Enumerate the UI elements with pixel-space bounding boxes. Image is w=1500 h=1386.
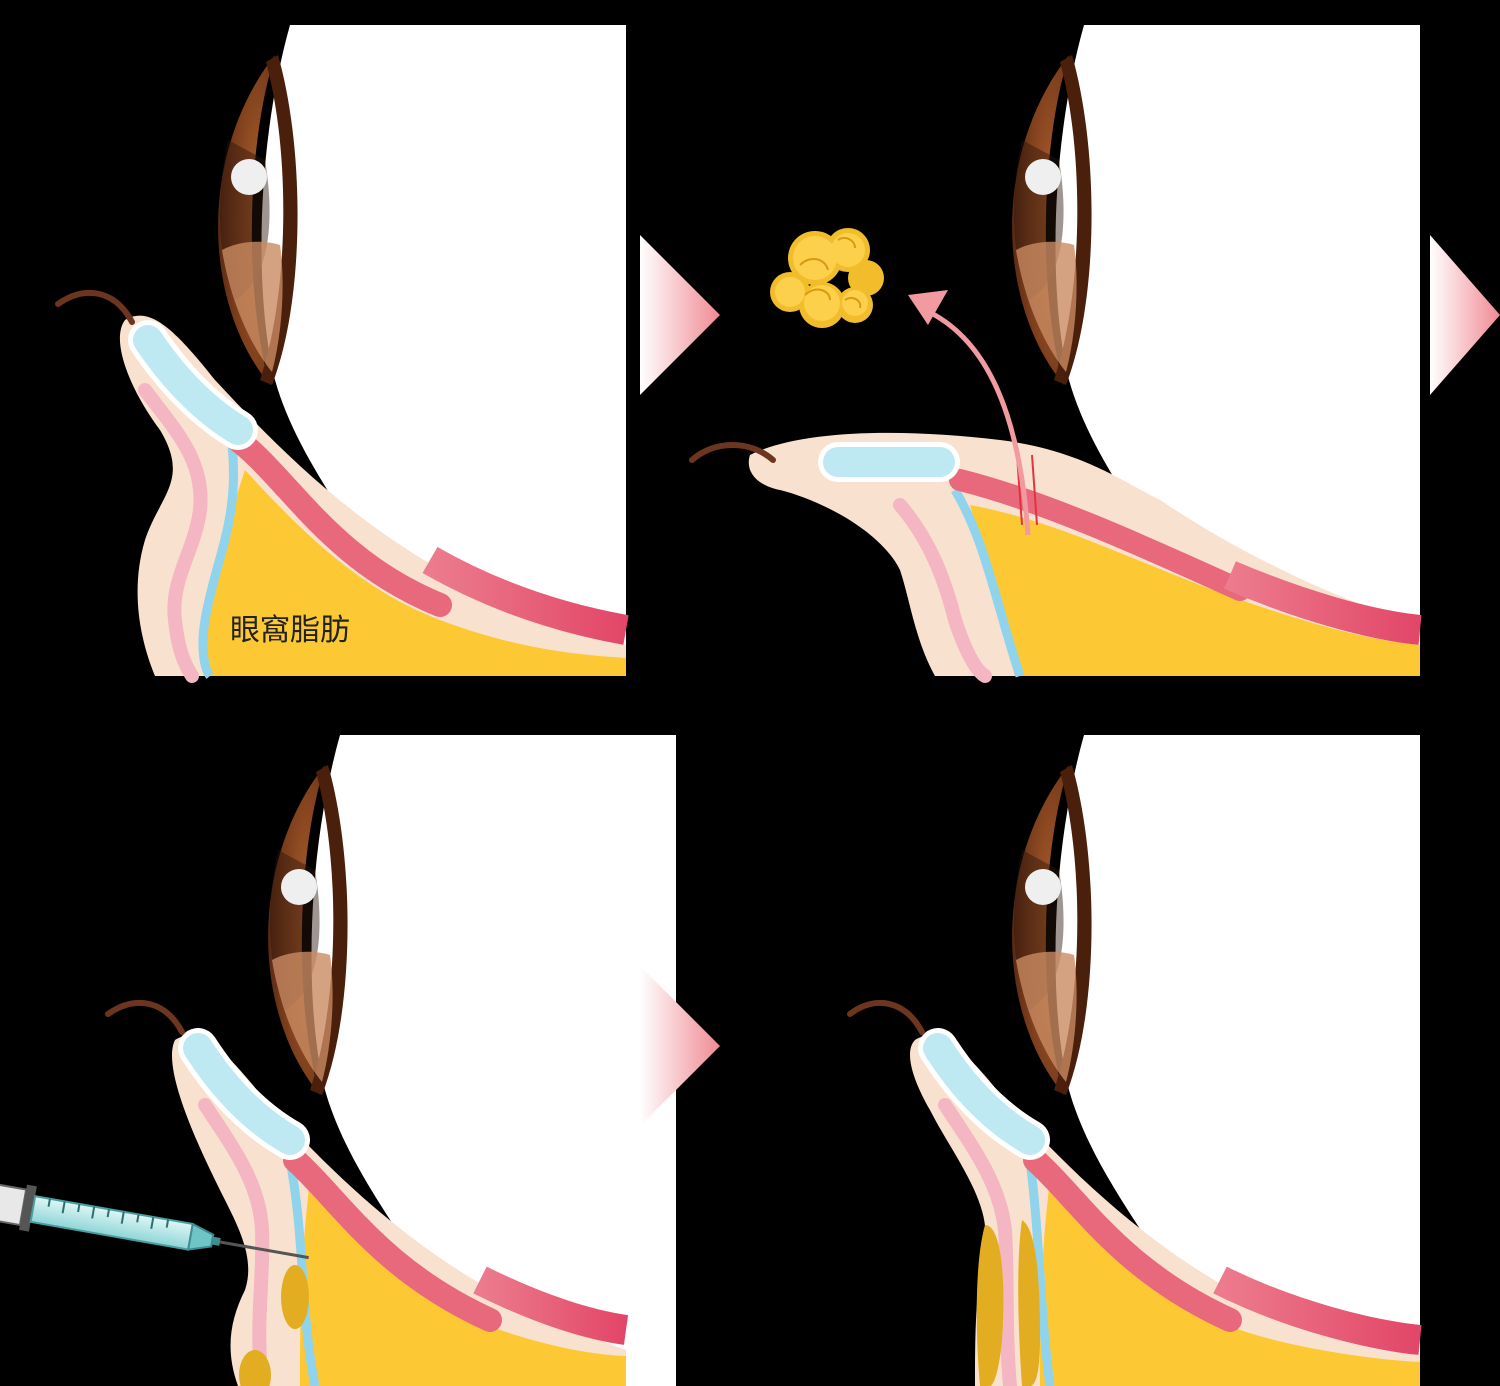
orbital-septum: [951, 487, 1025, 678]
next-arrow-1: [640, 235, 720, 395]
orbital-fat: [1040, 1180, 1420, 1386]
syringe: [0, 1181, 309, 1260]
incision-line: [1031, 454, 1038, 526]
orbicularis-muscle-lower: [1224, 561, 1422, 645]
panel-fat-removal: [689, 25, 1422, 683]
conjunctiva-layer: [198, 1098, 270, 1386]
removed-fat: [770, 228, 884, 328]
eyelash: [55, 289, 135, 325]
orbicularis-muscle: [1023, 1148, 1242, 1332]
orbital-fat: [300, 1180, 626, 1386]
injected-fat: [281, 1265, 309, 1329]
orbital-septum: [1025, 1159, 1055, 1386]
conjunctiva-layer: [938, 1098, 1017, 1386]
panel-fat-injection: [0, 735, 676, 1386]
grafted-fat: [1018, 1220, 1040, 1386]
conjunctiva-layer: [138, 383, 208, 683]
eyelash: [689, 442, 776, 463]
orbital-fat: [205, 470, 626, 676]
orbital-fat: [970, 505, 1420, 676]
eyelash: [847, 999, 925, 1035]
conjunctiva-layer: [893, 498, 992, 683]
orbicularis-muscle-lower: [1213, 1266, 1422, 1355]
next-arrow-3: [640, 966, 720, 1126]
orbital-septum: [198, 444, 239, 679]
panel-after: [847, 735, 1422, 1386]
next-arrow-2: [1430, 235, 1500, 395]
orbital-fat-label: 眼窩脂肪: [230, 613, 350, 648]
orbicularis-muscle: [226, 428, 452, 617]
orbicularis-muscle: [949, 469, 1251, 601]
injected-fat: [239, 1350, 271, 1386]
orbicularis-muscle-lower: [422, 546, 629, 645]
extraction-arrow-head: [908, 290, 948, 325]
extraction-arrow: [923, 307, 1031, 536]
orbicularis-muscle: [283, 1148, 502, 1332]
eyelash: [105, 999, 185, 1035]
panel-before: 眼窩脂肪: [55, 25, 629, 683]
grafted-fat: [976, 1225, 1004, 1386]
orbicularis-muscle-lower: [473, 1266, 629, 1345]
